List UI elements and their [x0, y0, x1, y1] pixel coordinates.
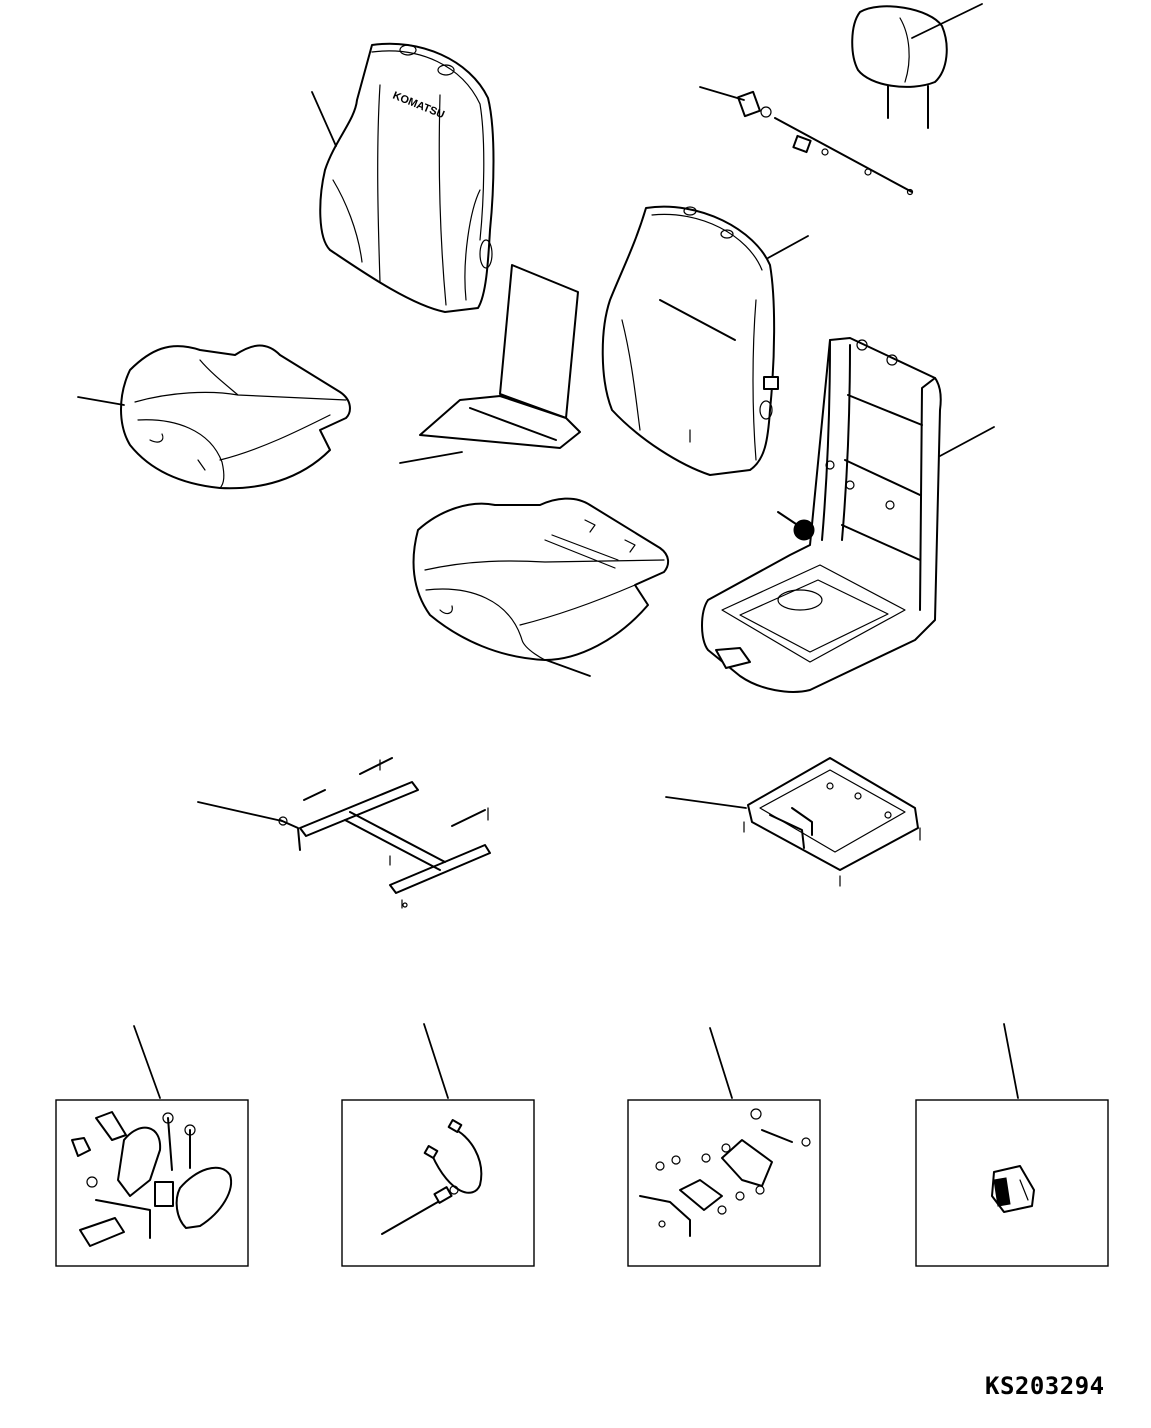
switch-kit-box: [915, 1099, 1109, 1267]
backrest-cushion: [601, 205, 779, 476]
lever-kit-box: [55, 1099, 249, 1267]
backrest-cushion-with-logo: KOMATSU: [319, 42, 495, 313]
armrest-kit-box: [627, 1099, 821, 1267]
cable-kit-box: [341, 1099, 535, 1267]
leader-lines: [77, 3, 1019, 1099]
adjust-rod-assembly: [737, 90, 914, 196]
headrest: [851, 5, 948, 129]
insulation-sheet: [419, 264, 581, 449]
drawing-reference-code: KS203294: [985, 1372, 1105, 1400]
seat-frame: [701, 337, 942, 693]
seat-cushion-center: [412, 497, 670, 661]
slide-rail-assembly: [278, 757, 491, 909]
seat-cushion-left: [120, 344, 351, 490]
mounting-plate: [743, 757, 921, 887]
